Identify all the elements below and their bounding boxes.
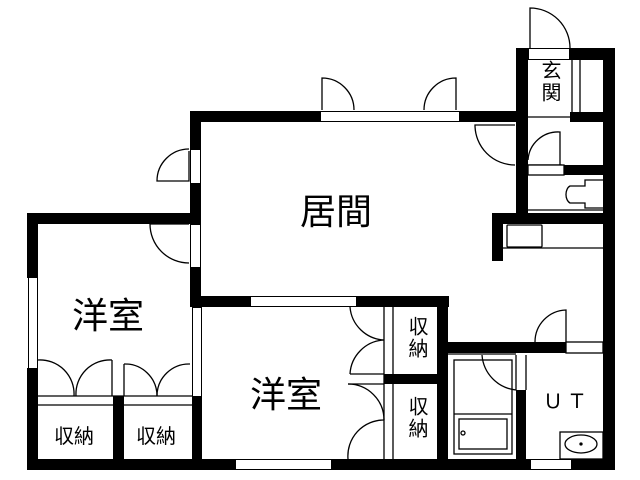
wall	[516, 390, 526, 470]
closet-door-icon	[37, 359, 75, 397]
wall	[27, 213, 201, 224]
kitchen-sink-icon	[506, 224, 543, 248]
window	[250, 296, 357, 307]
wall	[192, 396, 202, 470]
door-arc-icon	[156, 148, 190, 182]
room-label-western-center: 洋室	[250, 375, 323, 416]
window	[28, 277, 38, 369]
door-arc-icon	[527, 131, 561, 165]
window	[192, 307, 202, 397]
wall	[190, 111, 201, 151]
door-arc-icon	[321, 77, 355, 111]
room-label-entrance: 玄関	[538, 60, 562, 104]
storage-label: 収納	[136, 424, 176, 448]
window	[320, 111, 460, 122]
wall	[27, 459, 235, 470]
room-label-unit-bath: ＵＴ	[543, 389, 591, 413]
storage-label: 収納	[405, 396, 429, 440]
wall	[492, 213, 615, 224]
wall	[27, 368, 38, 470]
storage-label: 収納	[54, 424, 94, 448]
wall	[516, 48, 528, 60]
toilet-icon	[565, 179, 603, 209]
entrance-door-icon	[529, 7, 571, 49]
wall	[190, 296, 250, 307]
wall	[113, 396, 124, 470]
wall	[384, 374, 448, 384]
door-arc-icon	[474, 124, 516, 166]
wall	[570, 48, 615, 60]
room-label-living: 居間	[300, 192, 373, 233]
storage-label: 収納	[405, 316, 429, 360]
window	[235, 459, 332, 470]
door-arc-icon	[423, 77, 457, 111]
wall	[562, 165, 615, 175]
bathtub-icon	[453, 359, 513, 455]
wall	[570, 112, 615, 122]
wall	[516, 48, 528, 213]
wall	[190, 200, 201, 213]
closet-door-icon	[349, 306, 385, 341]
wall	[458, 111, 528, 122]
door-arc-icon	[534, 309, 567, 343]
door-arc-icon	[149, 223, 190, 264]
wall	[570, 459, 615, 470]
window	[190, 224, 201, 268]
wall	[448, 342, 568, 353]
window	[190, 149, 201, 184]
wall	[190, 111, 325, 122]
wall	[603, 48, 615, 470]
wall	[357, 296, 449, 307]
wall	[190, 266, 201, 302]
washbasin-icon	[564, 434, 598, 454]
wall	[27, 213, 38, 278]
room-label-western-left: 洋室	[72, 296, 145, 337]
wall	[492, 213, 503, 261]
window	[528, 48, 570, 60]
window	[530, 459, 572, 470]
